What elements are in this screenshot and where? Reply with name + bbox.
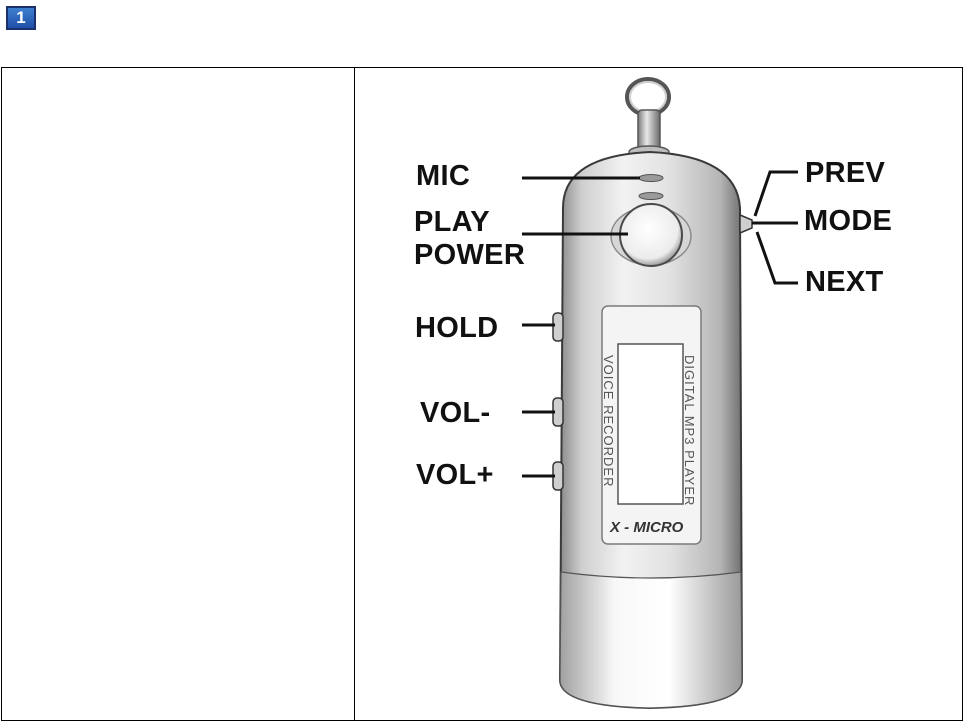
vol-plus-label: VOL+ bbox=[416, 459, 494, 491]
jog-switch bbox=[739, 213, 753, 235]
power-label: POWER bbox=[414, 239, 526, 271]
table-left-cell bbox=[2, 68, 355, 720]
next-leader-line bbox=[755, 231, 798, 285]
diagram-table bbox=[1, 67, 963, 721]
prev-leader-line bbox=[753, 170, 798, 217]
prev-label: PREV bbox=[805, 157, 886, 189]
screen-text-left: VOICE RECORDER bbox=[601, 355, 616, 487]
brand-logo: X - MICRO bbox=[609, 519, 684, 536]
step-number-badge: 1 bbox=[6, 6, 36, 30]
mic-hole-icon bbox=[638, 192, 664, 200]
lcd-screen bbox=[617, 343, 684, 505]
hold-switch bbox=[552, 312, 564, 342]
screen-text-right: DIGITAL MP3 PLAYER bbox=[682, 355, 697, 506]
mic-hole-icon bbox=[638, 174, 664, 182]
player-bottom-cap bbox=[559, 571, 743, 709]
mic-label: MIC bbox=[416, 160, 471, 192]
play-power-button bbox=[619, 203, 683, 267]
next-label: NEXT bbox=[805, 266, 884, 298]
play-label: PLAY bbox=[414, 206, 490, 238]
vol-minus-label: VOL- bbox=[420, 397, 491, 429]
mode-label: MODE bbox=[804, 205, 893, 237]
hold-label: HOLD bbox=[415, 312, 499, 344]
